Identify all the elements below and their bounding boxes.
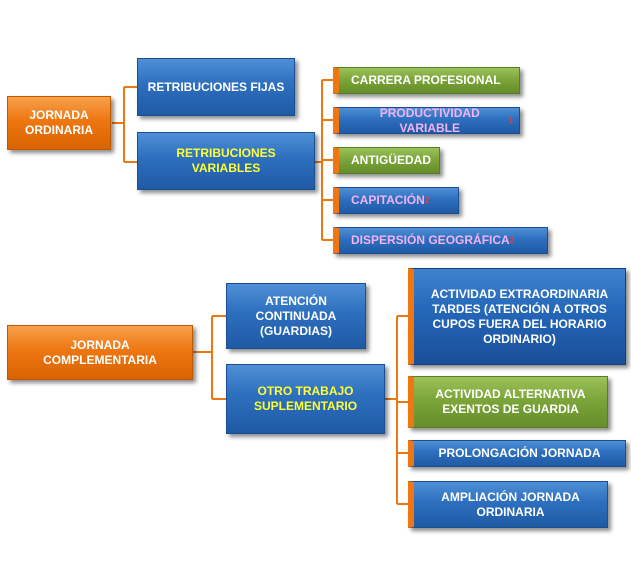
retribuciones-fijas-label: RETRIBUCIONES FIJAS <box>147 79 285 94</box>
retribuciones-fijas-node: RETRIBUCIONES FIJAS <box>137 58 295 116</box>
antiguedad-node: ANTIGÜEDAD <box>333 147 440 174</box>
atencion-continuada-node: ATENCIÓN CONTINUADA (GUARDIAS) <box>226 283 366 349</box>
otro-trabajo-label: OTRO TRABAJO SUPLEMENTARIO <box>253 384 358 413</box>
jornada-ordinaria-label: JORNADA ORDINARIA <box>25 108 93 137</box>
otro-trabajo-node: OTRO TRABAJO SUPLEMENTARIO <box>226 364 385 434</box>
retribuciones-variables-node: RETRIBUCIONES VARIABLES <box>137 132 315 190</box>
atencion-continuada-label: ATENCIÓN CONTINUADA (GUARDIAS) <box>255 293 337 338</box>
actividad-alternativa-label: ACTIVIDAD ALTERNATIVA EXENTOS DE GUARDIA <box>435 387 586 416</box>
carrera-profesional-node: CARRERA PROFESIONAL <box>333 67 520 94</box>
capitacion-label: CAPITACIÓN <box>351 193 425 207</box>
jornada-ordinaria-node: JORNADA ORDINARIA <box>7 96 111 150</box>
jornada-complementaria-label: JORNADA COMPLEMENTARIA <box>43 337 157 367</box>
ampliacion-jornada-label: AMPLIACIÓN JORNADA ORDINARIA <box>441 489 580 519</box>
antiguedad-label: ANTIGÜEDAD <box>351 153 431 167</box>
actividad-alternativa-node: ACTIVIDAD ALTERNATIVA EXENTOS DE GUARDIA <box>408 376 608 428</box>
actividad-extraordinaria-label: ACTIVIDAD EXTRAORDINARIA TARDES (ATENCIÓ… <box>430 286 609 346</box>
productividad-variable-label: PRODUCTIVIDAD VARIABLE <box>379 105 480 135</box>
retribuciones-variables-label: RETRIBUCIONES VARIABLES <box>176 146 276 175</box>
prolongacion-jornada-label: PROLONGACIÓN JORNADA <box>438 446 601 460</box>
capitacion-node: CAPITACIÓN 2 <box>333 187 459 214</box>
ampliacion-jornada-node: AMPLIACIÓN JORNADA ORDINARIA <box>408 481 608 528</box>
actividad-extraordinaria-node: ACTIVIDAD EXTRAORDINARIA TARDES (ATENCIÓ… <box>408 268 626 365</box>
prolongacion-jornada-node: PROLONGACIÓN JORNADA <box>408 440 626 467</box>
jornada-complementaria-node: JORNADA COMPLEMENTARIA <box>7 325 193 380</box>
carrera-profesional-label: CARRERA PROFESIONAL <box>351 73 501 87</box>
dispersion-geografica-node: DISPERSIÓN GEOGRÁFICA 2 <box>333 227 548 254</box>
dispersion-geografica-label: DISPERSIÓN GEOGRÁFICA <box>351 233 510 247</box>
productividad-variable-node: PRODUCTIVIDAD VARIABLE 1 <box>333 105 520 135</box>
